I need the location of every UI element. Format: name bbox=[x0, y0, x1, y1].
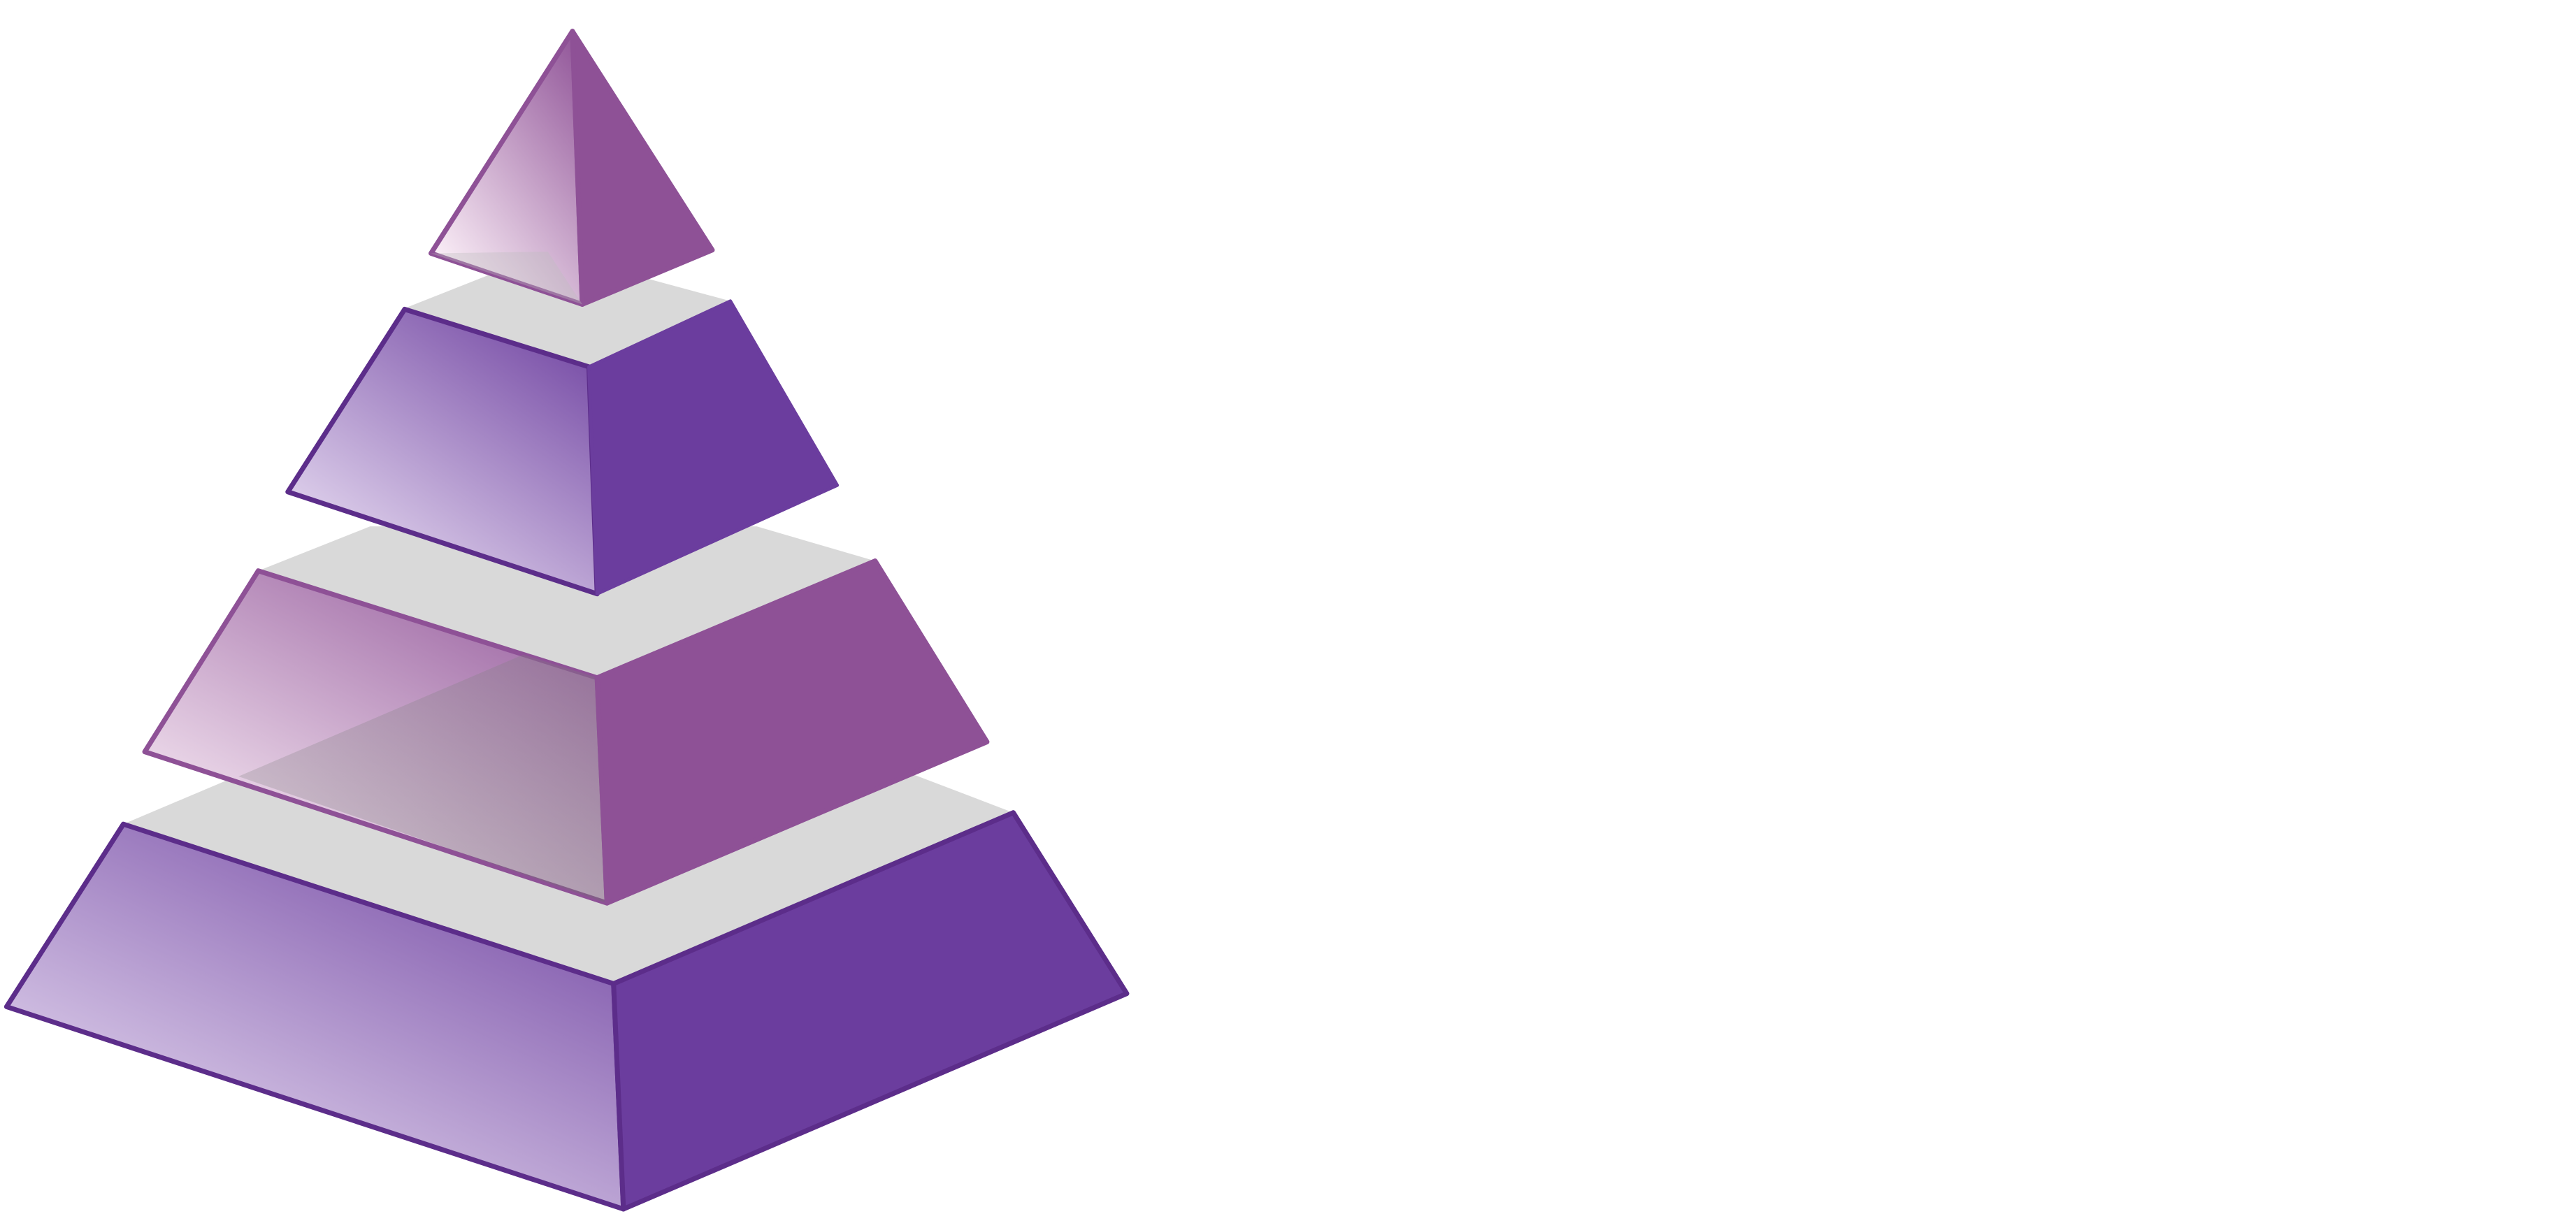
tier-3-shelf-overlay bbox=[238, 654, 607, 904]
tier-1 bbox=[428, 29, 715, 307]
tier-2-right-face bbox=[587, 299, 840, 596]
tier-3-right-face bbox=[594, 558, 990, 906]
tier-2 bbox=[285, 252, 840, 597]
tier-3-top-surface bbox=[258, 526, 875, 678]
tier-1-right-face bbox=[570, 29, 715, 307]
tier-1-shadow bbox=[431, 252, 583, 305]
tier-4-right-face bbox=[611, 810, 1130, 1212]
tier-3 bbox=[142, 526, 990, 906]
